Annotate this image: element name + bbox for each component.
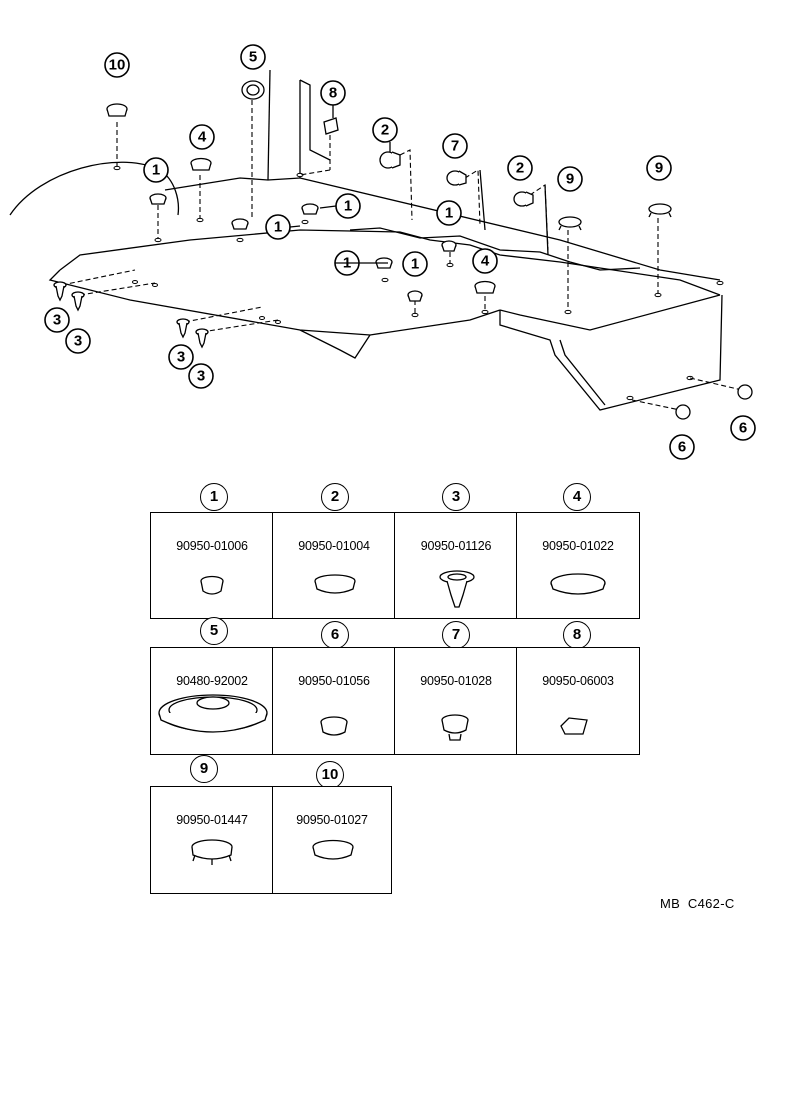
floor-pan-outline (9, 69, 723, 411)
callout-4: 4 (189, 124, 215, 150)
part-num-10: 10 (316, 761, 344, 789)
part-cell-6: 90950-01056 (272, 647, 396, 755)
part-num-6: 6 (321, 621, 349, 649)
part-cell-1: 90950-01006 (150, 512, 274, 619)
callout-10: 10 (104, 52, 130, 78)
callout-5: 5 (240, 44, 266, 70)
callout-6: 6 (669, 434, 695, 460)
part-num-3: 3 (442, 483, 470, 511)
part-number: 90950-01028 (420, 674, 492, 688)
part-number: 90480-92002 (176, 674, 248, 688)
svg-text:1: 1 (445, 205, 453, 222)
callout-2: 2 (507, 155, 533, 181)
part-num-4: 4 (563, 483, 591, 511)
svg-text:3: 3 (197, 368, 205, 385)
diagram-plugs (53, 80, 753, 420)
part-num-1: 1 (200, 483, 228, 511)
callout-3: 3 (188, 363, 214, 389)
callout-leader-lines (289, 105, 391, 264)
tape-patch-icon (560, 717, 588, 735)
part-number: 90950-01006 (176, 539, 248, 553)
callout-1: 1 (335, 193, 361, 219)
svg-text:10: 10 (109, 57, 126, 74)
callout-2: 2 (372, 117, 398, 143)
part-cell-10: 90950-01027 (272, 786, 392, 894)
part-num-8: 8 (563, 621, 591, 649)
svg-text:3: 3 (53, 312, 61, 329)
plug-icon (314, 574, 356, 594)
part-cell-2: 90950-01004 (272, 512, 396, 619)
part-cell-4: 90950-01022 (516, 512, 640, 619)
svg-text:3: 3 (177, 349, 185, 366)
svg-text:6: 6 (678, 439, 686, 456)
callout-9: 9 (557, 166, 583, 192)
part-number: 90950-01056 (298, 674, 370, 688)
part-num-9: 9 (190, 755, 218, 783)
callout-3: 3 (44, 307, 70, 333)
part-cell-9: 90950-01447 (150, 786, 274, 894)
plug-icon (441, 714, 469, 741)
floor-pan-exploded-diagram: 10 5 8 4 2 7 2 9 9 1 1 1 1 1 1 4 3 3 3 3… (9, 44, 756, 460)
callout-1: 1 (143, 157, 169, 183)
part-number: 90950-06003 (542, 674, 614, 688)
svg-text:3: 3 (74, 333, 82, 350)
diagram-reference-code: MB C462-C (660, 896, 735, 911)
plug-icon (320, 716, 348, 736)
svg-text:5: 5 (249, 49, 257, 66)
plug-icon (550, 573, 606, 595)
part-cell-5: 90480-92002 (150, 647, 274, 755)
part-number: 90950-01022 (542, 539, 614, 553)
callout-8: 8 (320, 80, 346, 106)
callout-6: 6 (730, 415, 756, 441)
callout-1: 1 (402, 251, 428, 277)
cap-icon (191, 839, 233, 865)
svg-text:6: 6 (739, 420, 747, 437)
callout-7: 7 (442, 133, 468, 159)
plug-icon (312, 839, 354, 860)
part-num-2: 2 (321, 483, 349, 511)
callout-4: 4 (472, 248, 498, 274)
part-number: 90950-01027 (296, 813, 368, 827)
grommet-icon (158, 694, 268, 733)
svg-text:8: 8 (329, 85, 337, 102)
svg-text:9: 9 (655, 160, 663, 177)
part-cell-3: 90950-01126 (394, 512, 518, 619)
part-number: 90950-01004 (298, 539, 370, 553)
part-number: 90950-01126 (420, 539, 492, 553)
part-number: 90950-01447 (176, 813, 248, 827)
callout-1: 1 (265, 214, 291, 240)
svg-text:1: 1 (152, 162, 160, 179)
svg-text:4: 4 (198, 129, 207, 146)
clip-icon (439, 570, 475, 608)
callout-1: 1 (436, 200, 462, 226)
svg-text:7: 7 (451, 138, 459, 155)
part-cell-8: 90950-06003 (516, 647, 640, 755)
callout-3: 3 (65, 328, 91, 354)
svg-text:4: 4 (481, 253, 490, 270)
svg-text:1: 1 (411, 256, 419, 273)
plug-icon (200, 575, 224, 595)
assembly-leaders (61, 100, 743, 411)
part-num-7: 7 (442, 621, 470, 649)
diagram-callouts: 10 5 8 4 2 7 2 9 9 1 1 1 1 1 1 4 3 3 3 3… (44, 44, 756, 460)
svg-text:2: 2 (516, 160, 524, 177)
callout-3: 3 (168, 344, 194, 370)
svg-text:1: 1 (274, 219, 282, 236)
mounting-holes (113, 165, 724, 401)
callout-9: 9 (646, 155, 672, 181)
svg-text:1: 1 (344, 198, 352, 215)
svg-text:2: 2 (381, 122, 389, 139)
part-num-5: 5 (200, 617, 228, 645)
parts-table: 1 2 3 4 90950-01006 90950-01004 90950-01… (0, 470, 792, 930)
svg-text:9: 9 (566, 171, 574, 188)
part-cell-7: 90950-01028 (394, 647, 518, 755)
